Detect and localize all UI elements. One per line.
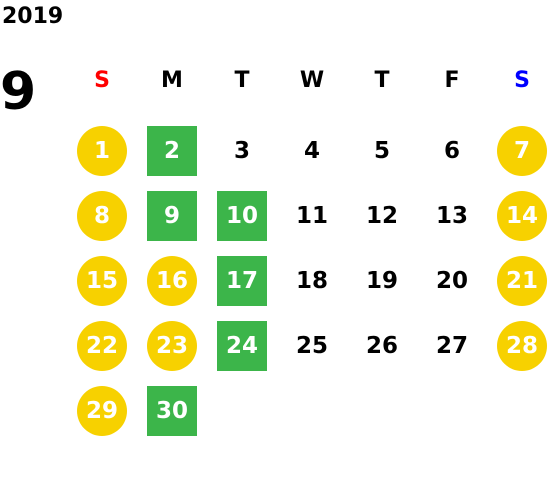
weekday-header-6: S (514, 68, 530, 93)
calendar-day-16[interactable]: 16 (147, 256, 197, 306)
year-label: 2019 (2, 4, 64, 29)
calendar-day-12[interactable]: 12 (365, 203, 398, 229)
calendar-day-25[interactable]: 25 (295, 333, 328, 359)
calendar-day-9[interactable]: 9 (147, 191, 197, 241)
calendar-day-18[interactable]: 18 (295, 268, 328, 294)
calendar-day-5[interactable]: 5 (373, 138, 390, 164)
calendar-day-22[interactable]: 22 (77, 321, 127, 371)
calendar-day-6[interactable]: 6 (443, 138, 460, 164)
weekday-header-0: S (94, 68, 110, 93)
calendar-day-14[interactable]: 14 (497, 191, 547, 241)
calendar-day-10[interactable]: 10 (217, 191, 267, 241)
calendar-day-30[interactable]: 30 (147, 386, 197, 436)
weekday-header-5: F (444, 68, 460, 93)
month-number: 9 (0, 62, 37, 122)
calendar-day-17[interactable]: 17 (217, 256, 267, 306)
weekday-header-3: W (299, 68, 325, 93)
calendar-day-8[interactable]: 8 (77, 191, 127, 241)
calendar-day-4[interactable]: 4 (303, 138, 320, 164)
calendar-day-1[interactable]: 1 (77, 126, 127, 176)
calendar-day-3[interactable]: 3 (233, 138, 250, 164)
calendar-day-11[interactable]: 11 (295, 203, 328, 229)
calendar-day-28[interactable]: 28 (497, 321, 547, 371)
calendar-day-19[interactable]: 19 (365, 268, 398, 294)
weekday-header-1: M (161, 68, 183, 93)
calendar-day-29[interactable]: 29 (77, 386, 127, 436)
calendar-day-26[interactable]: 26 (365, 333, 398, 359)
calendar-day-27[interactable]: 27 (435, 333, 468, 359)
weekday-header-4: T (374, 68, 390, 93)
calendar-day-20[interactable]: 20 (435, 268, 468, 294)
calendar-day-24[interactable]: 24 (217, 321, 267, 371)
weekday-header-2: T (234, 68, 250, 93)
calendar-day-13[interactable]: 13 (435, 203, 468, 229)
calendar-day-2[interactable]: 2 (147, 126, 197, 176)
calendar-day-7[interactable]: 7 (497, 126, 547, 176)
calendar-day-23[interactable]: 23 (147, 321, 197, 371)
calendar-day-21[interactable]: 21 (497, 256, 547, 306)
calendar-day-15[interactable]: 15 (77, 256, 127, 306)
